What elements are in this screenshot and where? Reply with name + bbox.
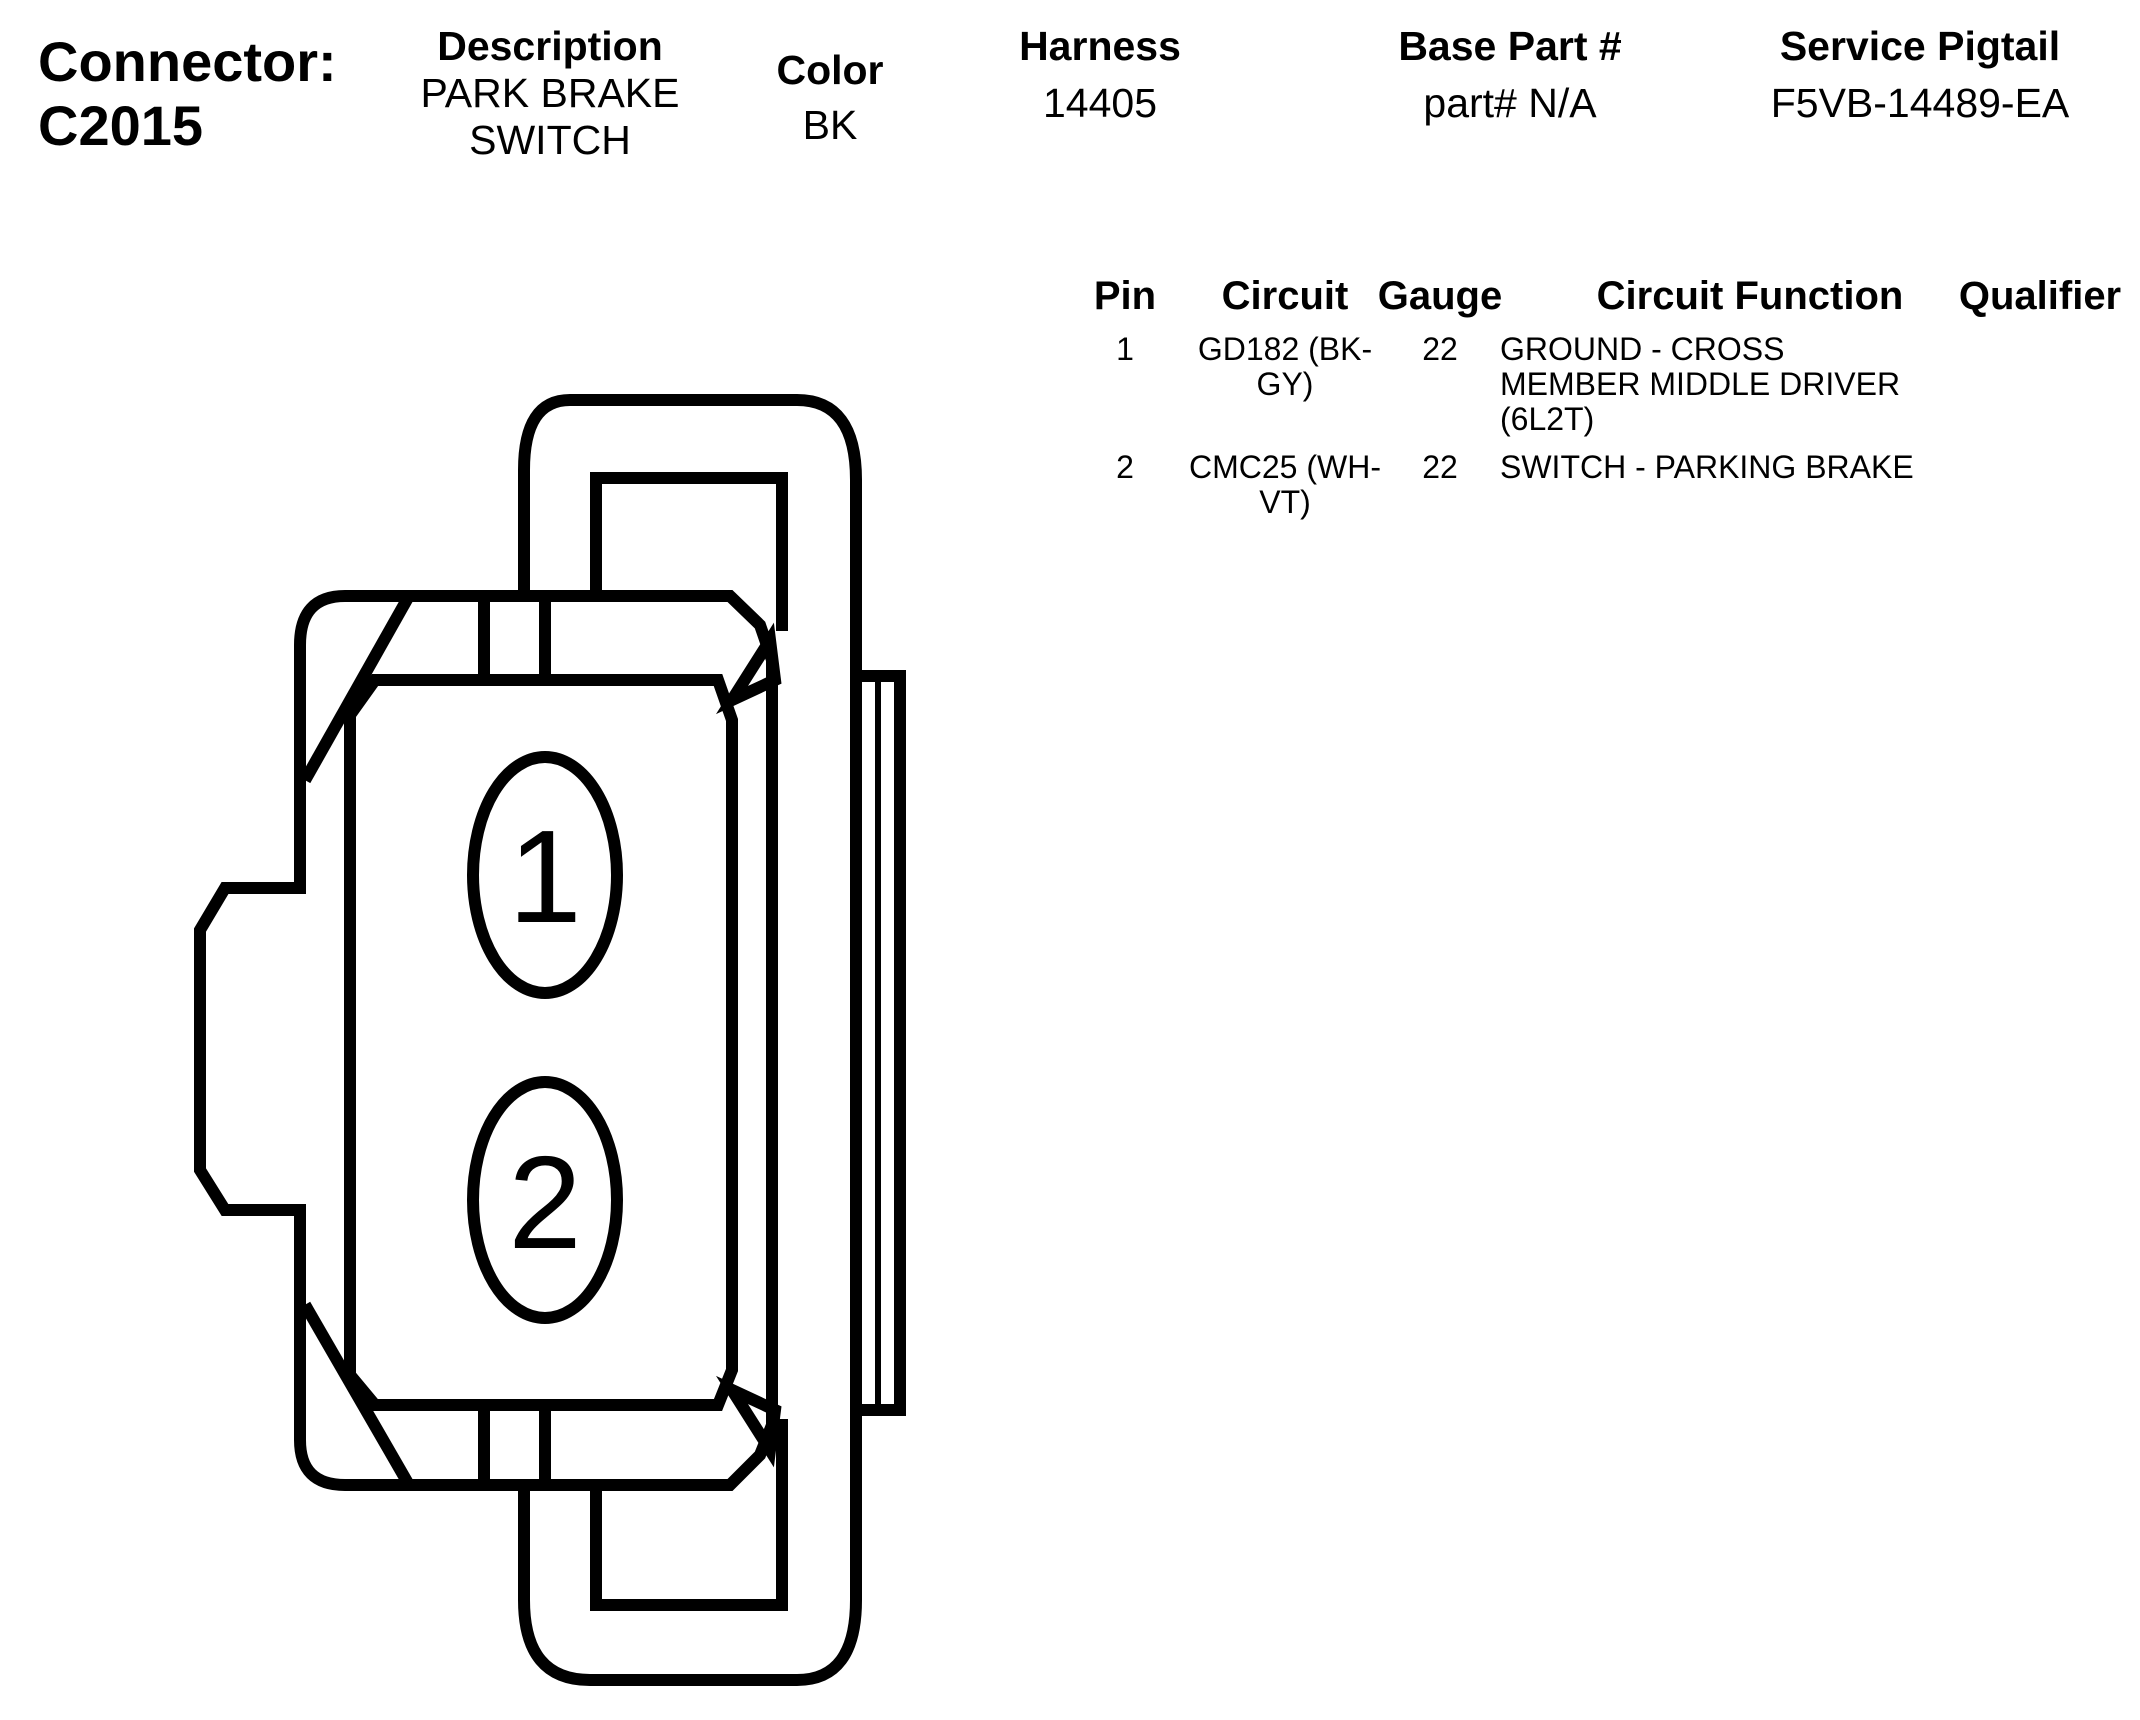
- circuit-function: GROUND - CROSS MEMBER MIDDLE DRIVER (6L2…: [1500, 331, 1901, 437]
- wire-gauge: 22: [1422, 449, 1458, 485]
- top-latch-inner: [590, 472, 788, 631]
- color-value: BK: [802, 102, 858, 148]
- harness-value: 14405: [1042, 80, 1157, 126]
- circuit-function: SWITCH - PARKING BRAKE: [1500, 449, 1914, 485]
- description-heading: Description: [437, 23, 663, 69]
- harness-column: Harness 14405: [960, 22, 1240, 127]
- column-header-gauge: Gauge: [1377, 274, 1503, 318]
- top-right-latch-tooth: [715, 622, 782, 715]
- description-value: PARK BRAKE SWITCH: [420, 70, 680, 163]
- service-pigtail-heading: Service Pigtail: [1779, 23, 2061, 69]
- column-header-circuit: Circuit: [1221, 274, 1349, 318]
- column-header-qualifier: Qualifier: [1958, 274, 2122, 318]
- color-heading: Color: [776, 47, 884, 93]
- circuit-id: GD182 (BK-GY): [1197, 331, 1373, 402]
- pin-2-label: 2: [508, 1129, 581, 1276]
- connector-title: Connector: C2015: [38, 30, 418, 158]
- pin-2-circle: [467, 1076, 623, 1324]
- harness-heading: Harness: [1019, 23, 1181, 69]
- service-pigtail-value: F5VB-14489-EA: [1770, 80, 2070, 126]
- base-part-column: Base Part # part# N/A: [1340, 22, 1680, 127]
- pin-number: 1: [1116, 331, 1134, 367]
- circuit-id: CMC25 (WH-VT): [1189, 449, 1381, 520]
- service-pigtail-column: Service Pigtail F5VB-14489-EA: [1700, 22, 2140, 127]
- pin-cavity-outline: [344, 674, 738, 1411]
- column-header-circuit-function: Circuit Function: [1596, 274, 1904, 318]
- top-left-ramp: [299, 594, 414, 784]
- connector-label: Connector:: [38, 30, 337, 93]
- column-header-pin: Pin: [1093, 274, 1157, 318]
- top-latch-outer: [518, 394, 862, 1686]
- description-column: Description PARK BRAKE SWITCH: [380, 22, 720, 164]
- connector-body: [194, 590, 778, 1491]
- bottom-left-ramp: [299, 1301, 414, 1487]
- base-part-value: part# N/A: [1423, 80, 1597, 126]
- base-part-heading: Base Part #: [1398, 23, 1622, 69]
- color-column: Color BK: [720, 46, 940, 149]
- bottom-right-latch-tooth: [715, 1375, 782, 1468]
- pin-1-circle: [467, 751, 623, 999]
- connector-id: C2015: [38, 94, 204, 157]
- wire-gauge: 22: [1422, 331, 1458, 367]
- bottom-latch-inner: [590, 1419, 788, 1611]
- pin-1-label: 1: [508, 803, 581, 950]
- pin-number: 2: [1116, 449, 1134, 485]
